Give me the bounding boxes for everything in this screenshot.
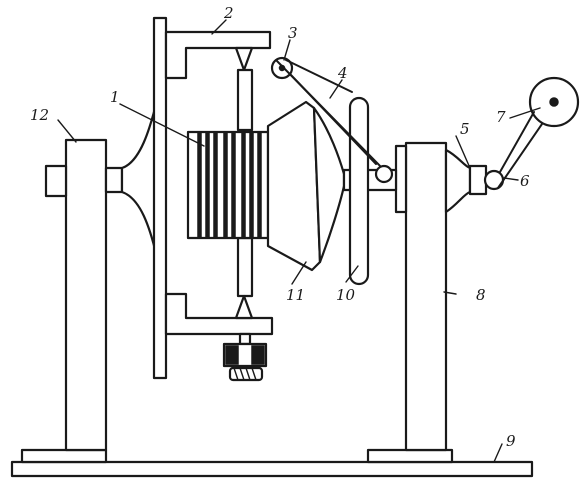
part-labels: 1 2 3 4 5 6 7 8 9 10 11 12 [30,4,530,450]
rotor-laminations [186,130,270,240]
drive-belt [275,59,394,184]
label-11: 11 [286,286,305,304]
label-3: 3 [288,24,298,42]
base-plate [10,448,534,478]
label-2: 2 [223,4,234,22]
lever-arm [348,96,370,286]
adjusting-nut [222,342,268,382]
label-4: 4 [337,64,348,82]
label-9: 9 [506,432,516,450]
label-7: 7 [496,108,506,126]
leader-lines [57,19,541,463]
frame-plate [152,16,274,380]
label-8: 8 [476,286,486,304]
label-6: 6 [520,172,530,190]
motor-pulley [497,76,580,189]
left-support-post [64,138,108,452]
bearing-collar [468,164,488,196]
conical-pulley [266,100,346,272]
label-5: 5 [460,120,470,138]
label-10: 10 [336,286,356,304]
label-1: 1 [110,88,120,106]
right-support-post [394,141,448,452]
label-12: 12 [30,106,49,124]
